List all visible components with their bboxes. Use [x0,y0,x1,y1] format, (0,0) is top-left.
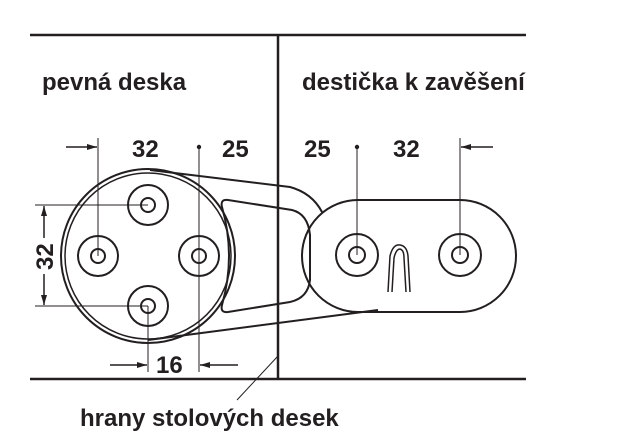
dim-top-right-spacing: 32 [393,136,420,163]
dim-vertical-spacing: 32 [32,243,59,270]
oval-plate [301,199,517,313]
screw-holes-round [77,184,220,327]
dim-top-right-offset: 25 [304,136,331,163]
dim-top-left-offset: 25 [222,136,249,163]
dimension-lines [35,138,493,372]
dim-bottom-offset: 16 [156,352,183,379]
left-panel-label: pevná deska [42,69,187,96]
right-panel-label: destička k zavěšení [302,69,526,96]
edge-leader-line [236,355,279,401]
hook-icon [387,244,411,293]
arm-slot [220,198,311,314]
edges-caption: hrany stolových desek [80,405,339,432]
dim-top-left-spacing: 32 [132,136,159,163]
fitting-arm-outline [149,169,323,213]
